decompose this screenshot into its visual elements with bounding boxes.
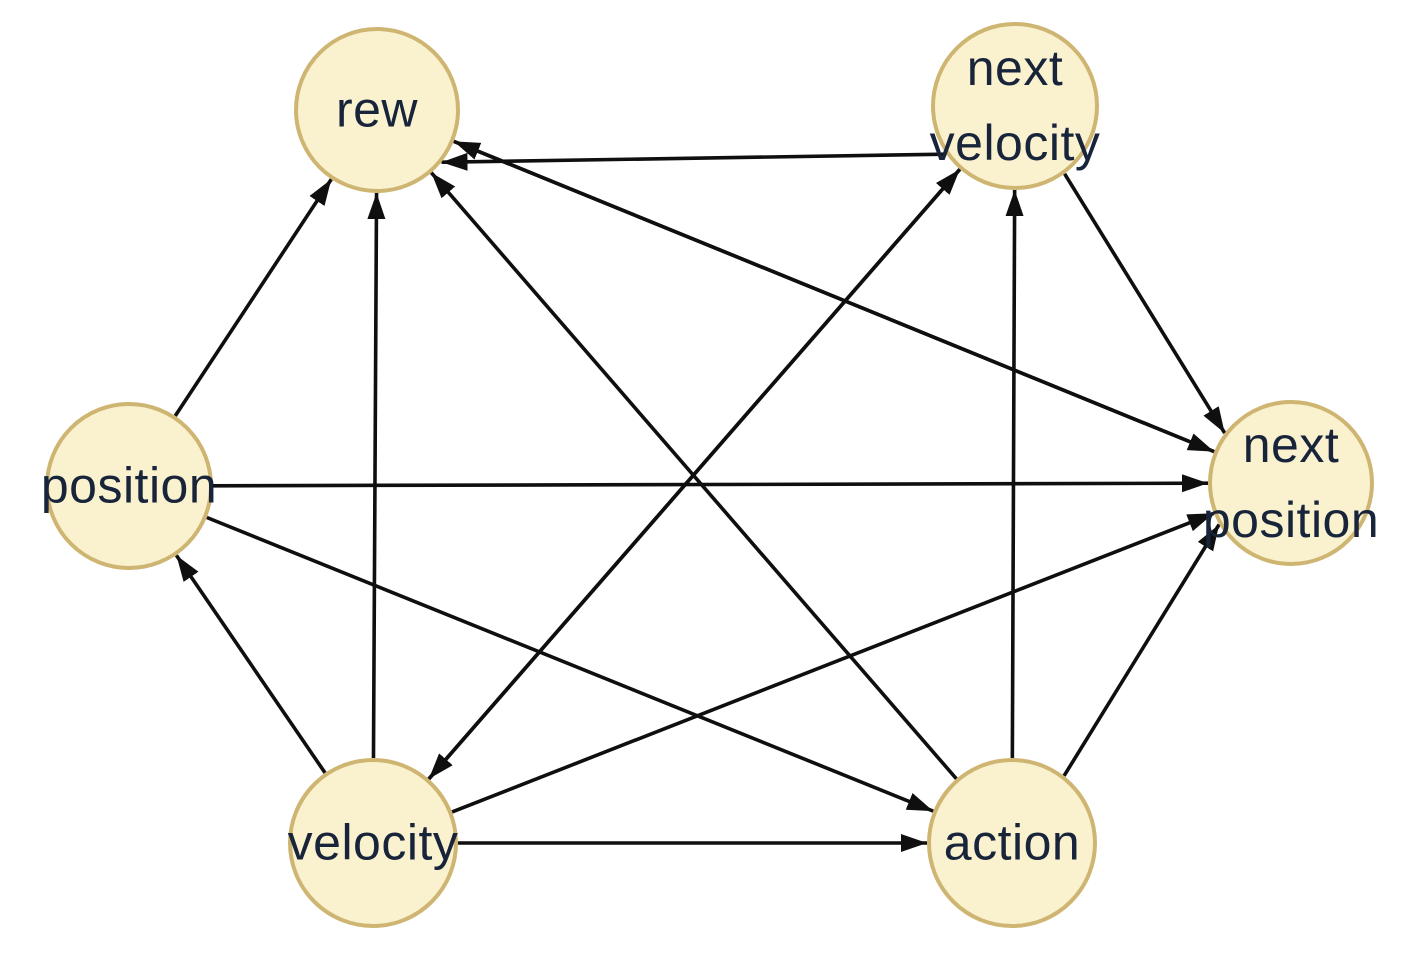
edge-position-to-action	[206, 515, 934, 813]
edge-action-to-next_position	[1062, 523, 1221, 777]
edge-rew-to-next_position	[453, 139, 1215, 454]
edge-next_velocity-to-velocity	[427, 168, 962, 781]
edge-action-to-next_velocity	[1005, 189, 1024, 759]
node-position	[45, 402, 213, 570]
node-next_velocity	[931, 22, 1099, 190]
node-action	[927, 758, 1097, 928]
node-velocity	[288, 758, 458, 928]
edge-velocity-to-next_position	[451, 511, 1215, 814]
node-next_position	[1208, 400, 1374, 566]
edge-next_velocity-to-rew	[441, 152, 947, 171]
edge-position-to-rew	[173, 178, 333, 417]
edge-next_velocity-to-next_position	[1063, 172, 1227, 434]
edge-position-to-next_position	[212, 474, 1209, 493]
node-rew	[294, 27, 460, 193]
edge-velocity-to-position	[174, 554, 327, 774]
edge-velocity-to-rew	[367, 192, 386, 759]
